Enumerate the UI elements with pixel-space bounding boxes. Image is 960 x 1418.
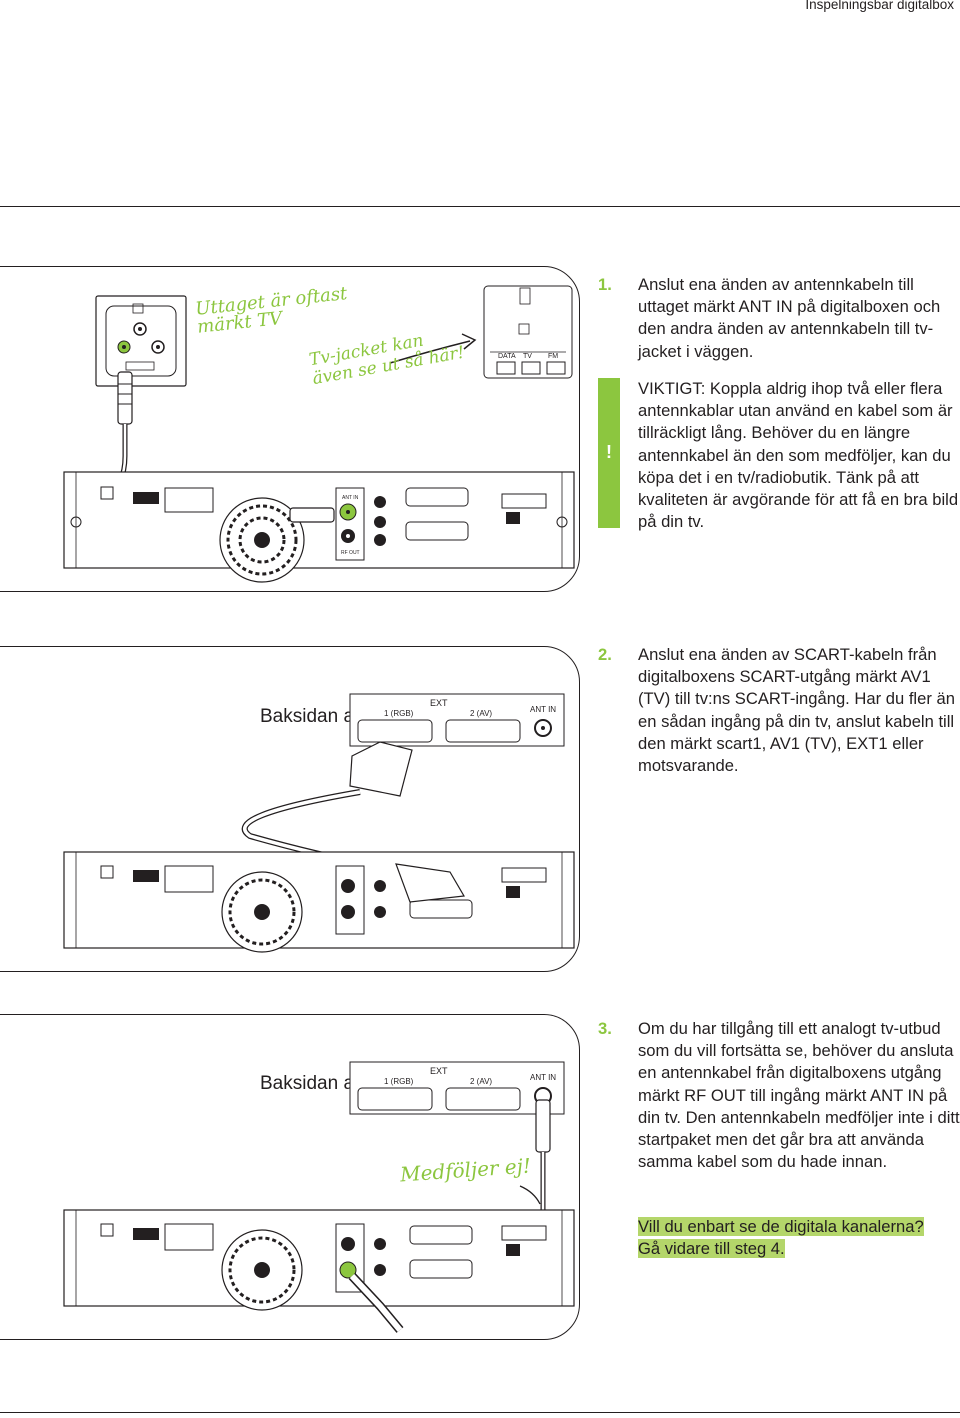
arrow-to-tv-jack xyxy=(389,340,471,364)
alt-wall-socket: DATA TV FM xyxy=(483,285,573,379)
warning-box: ! VIKTIGT: Koppla aldrig ihop två eller … xyxy=(598,378,960,533)
scart-plug-box xyxy=(395,863,465,903)
tv-scart1-label: 1 (RGB) xyxy=(384,1077,414,1086)
step2-illustration: EXT 1 (RGB) 2 (AV) ANT IN xyxy=(63,693,575,953)
wall-socket xyxy=(95,295,187,387)
tv-ext-label: EXT xyxy=(430,698,448,708)
digital-box-rear-2 xyxy=(63,851,575,953)
digital-box-rear: ANT IN RF OUT xyxy=(63,471,575,583)
step-2: 2. Anslut ena änden av SCART-kabeln från… xyxy=(598,644,960,777)
socket-label-data: DATA xyxy=(498,353,516,360)
tv-rear-panel: EXT 1 (RGB) 2 (AV) ANT IN xyxy=(349,693,565,747)
box-rf-out-label: RF OUT xyxy=(341,550,360,556)
warning-text: VIKTIGT: Koppla aldrig ihop två eller fl… xyxy=(638,379,959,532)
step-2-text: Anslut ena änden av SCART-kabeln från di… xyxy=(638,645,955,776)
step-1: 1. Anslut ena änden av antennkabeln till… xyxy=(598,274,960,363)
skip-note-line1: Vill du enbart se de digitala kanalerna? xyxy=(638,1217,924,1236)
tv-ant-in-label: ANT IN xyxy=(530,1073,556,1082)
tv-rear-panel-3: EXT 1 (RGB) 2 (AV) ANT IN xyxy=(349,1061,565,1115)
step-3: 3. Om du har tillgång till ett analogt t… xyxy=(598,1018,960,1173)
tv-ext-label: EXT xyxy=(430,1066,448,1076)
step-3-text: Om du har tillgång till ett analogt tv-u… xyxy=(638,1019,960,1172)
warning-bar xyxy=(598,378,620,528)
step-1-number: 1. xyxy=(598,275,612,294)
box-ant-in-label: ANT IN xyxy=(342,495,359,501)
socket-label-tv: TV xyxy=(523,353,532,360)
digital-box-rear-3 xyxy=(63,1209,575,1311)
step1-illustration: DATA TV FM ANT IN RF OUT xyxy=(63,285,575,583)
step-3-number: 3. xyxy=(598,1019,612,1038)
step-1-text: Anslut ena änden av antennkabeln till ut… xyxy=(638,275,941,361)
antenna-plug-tv xyxy=(535,1099,551,1153)
step3-illustration: EXT 1 (RGB) 2 (AV) ANT IN xyxy=(63,1061,575,1333)
socket-label-fm: FM xyxy=(548,353,558,360)
tv-ant-in-label: ANT IN xyxy=(530,705,556,714)
arrow-not-included xyxy=(519,1185,541,1205)
antenna-plug xyxy=(117,371,133,425)
header-title: Inspelningsbar digitalbox xyxy=(805,0,954,12)
tv-scart2-label: 2 (AV) xyxy=(470,1077,492,1086)
skip-note-line2: Gå vidare till steg 4. xyxy=(638,1239,785,1259)
tv-scart2-label: 2 (AV) xyxy=(470,709,492,718)
step-2-number: 2. xyxy=(598,645,612,664)
top-rule xyxy=(0,206,960,207)
scart-plug-tv xyxy=(349,741,413,797)
warning-icon: ! xyxy=(606,442,612,462)
skip-note: Vill du enbart se de digitala kanalerna?… xyxy=(638,1216,924,1260)
tv-scart1-label: 1 (RGB) xyxy=(384,709,414,718)
bottom-rule xyxy=(0,1412,960,1413)
